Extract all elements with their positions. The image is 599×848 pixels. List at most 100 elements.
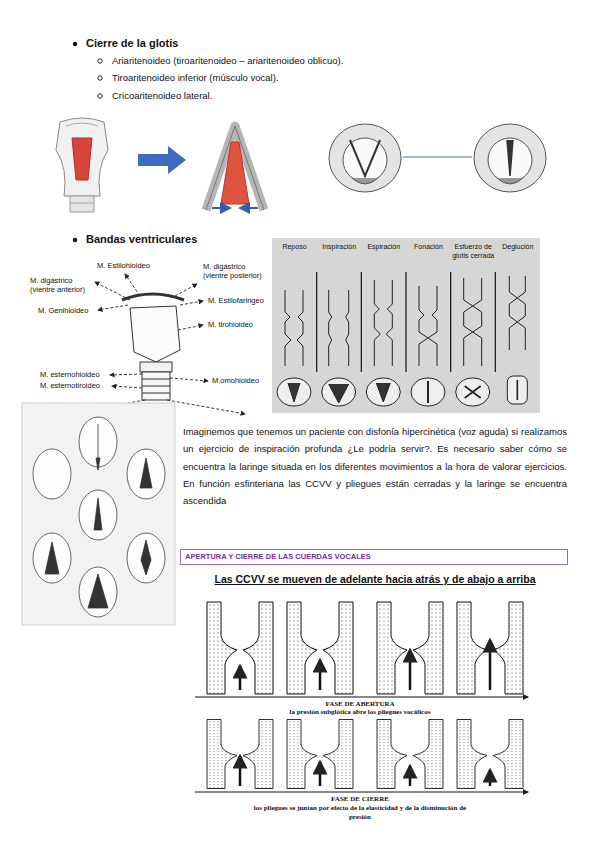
larynx-positions-table-part-part-part	[322, 378, 356, 406]
glottis-positions-figure-part-part	[140, 458, 152, 488]
larynx-positions-table-part-part-part	[374, 280, 380, 366]
larynx-positions-table-part-part-part	[473, 278, 482, 366]
larynx-muscle-sketch-part	[142, 386, 170, 387]
glottis-ring-views-part	[329, 124, 401, 192]
muscle-pull-arrows-part	[125, 274, 140, 296]
vocal-fold-cross-sections-part	[457, 720, 523, 789]
blue-arrow	[138, 146, 186, 174]
glottis-positions-figure-part-part	[94, 498, 102, 530]
column-header: Fonación	[407, 243, 450, 252]
larynx-positions-table-part-part	[495, 272, 496, 372]
larynx-muscle-sketch-part	[142, 372, 170, 400]
glottis-positions-figure-part-part	[33, 449, 71, 499]
larynx-muscle-sketch-part	[142, 393, 170, 394]
glottis-ring-views-part	[497, 178, 523, 184]
larynx-positions-table-part-part-part	[329, 384, 349, 403]
larynx-positions-table-part-part-part	[456, 378, 490, 406]
body-paragraph: Imaginemos que tenemos un paciente con d…	[183, 423, 567, 509]
larynx-positions-table-part	[272, 238, 540, 413]
list-item: Ariaritenoideo (tiroaritenoideo – ariari…	[112, 55, 343, 67]
glottis-positions-figure-part-part	[79, 567, 117, 617]
larynx-positions-table-part-part	[316, 272, 317, 372]
muscle-pull-arrows-part	[180, 301, 203, 305]
larynx-positions-table-part-part	[361, 272, 362, 372]
muscle-label: M. Estilofaringeo	[208, 296, 264, 305]
column-header: Deglución	[496, 243, 539, 252]
larynx-muscle-sketch	[122, 294, 184, 400]
phase-caption: la presión subglótica abre los pliegues …	[220, 708, 500, 717]
column-header: Reposo	[273, 243, 316, 252]
vocal-fold-cross-sections-part	[207, 720, 273, 789]
muscle-pull-arrows-part	[167, 400, 245, 414]
muscle-label: M. esternohioideo	[40, 370, 100, 379]
larynx-front-view-part	[72, 138, 92, 180]
larynx-positions-table-part-part-part	[285, 290, 291, 366]
muscle-pull-arrows-part	[170, 378, 208, 381]
larynx-positions-table-part-part	[405, 272, 406, 372]
larynx-positions-table-part-part-part	[376, 383, 390, 402]
vocal-fold-cross-sections-part	[287, 720, 353, 789]
muscle-pull-arrows-part	[98, 305, 128, 310]
larynx-positions-table-part-part-part	[386, 280, 392, 366]
glottis-positions-figure-part-part	[96, 458, 100, 470]
larynx-positions-table-part-part-part	[464, 278, 473, 366]
glottis-ring-views-part	[507, 140, 513, 176]
larynx-positions-table-part-part-part	[465, 386, 481, 398]
section-banner: APERTURA Y CIERRE DE LAS CUERDAS VOCALES	[180, 549, 568, 565]
glottis-ring-views-part	[488, 138, 532, 182]
section-subheading: Las CCVV se mueven de adelante hacia atr…	[185, 573, 565, 586]
glottis-positions-figure-part-part	[88, 574, 108, 608]
vocal-fold-top-view-part	[206, 126, 264, 210]
muscle-pull-arrows-part	[112, 386, 142, 388]
larynx-positions-table-part-part	[366, 280, 400, 406]
glottis-ring-views-part	[403, 156, 472, 157]
vocal-fold-top-view-part	[206, 126, 264, 210]
glottis-positions-figure	[22, 403, 175, 625]
larynx-front-view-part	[70, 196, 94, 212]
muscle-label: M. Estilohioideo	[97, 261, 150, 270]
vocal-fold-cross-sections-part-part	[319, 762, 322, 786]
larynx-positions-table-part-part	[322, 290, 356, 406]
vocal-fold-cross-sections-part	[195, 697, 528, 698]
phase-title: FASE DE ABERTURA	[260, 700, 460, 709]
vocal-fold-cross-sections-part-part	[489, 640, 492, 690]
list-bullets-part	[98, 94, 102, 98]
vocal-fold-cross-sections-part	[287, 602, 353, 694]
glottis-ring-views-part	[474, 124, 546, 192]
vocal-fold-cross-sections-part-part	[239, 666, 242, 690]
larynx-positions-table-part-part	[450, 272, 451, 372]
muscle-pull-arrows-part	[95, 282, 130, 300]
larynx-front-view-part	[70, 203, 94, 204]
vocal-fold-cross-sections-part	[457, 602, 523, 694]
larynx-positions-table-part-part-part	[419, 286, 428, 366]
list-bullets-part	[73, 238, 77, 242]
larynx-positions-table-part-part-part	[516, 380, 518, 400]
larynx-positions-table-part-part-part	[277, 378, 311, 406]
larynx-positions-table-part-part-part	[427, 381, 429, 403]
larynx-positions-table-part	[317, 272, 496, 372]
larynx-muscle-sketch-part	[140, 362, 172, 372]
muscle-label: M. esternotiroideo	[40, 381, 100, 390]
phase-title: FASE DE CIERRE	[260, 795, 460, 804]
larynx-positions-table	[272, 238, 540, 413]
list-bullets-part	[98, 59, 102, 63]
larynx-positions-table-part-part-part	[507, 376, 527, 404]
larynx-front-view	[56, 118, 108, 212]
muscle-pull-arrows-part	[175, 284, 197, 296]
glottis-ring-views	[329, 124, 546, 192]
glottis-positions-figure-part-part	[79, 490, 117, 540]
larynx-positions-table-part-part-part	[329, 290, 332, 366]
glottis-ring-views-part	[343, 138, 387, 182]
muscle-label: M. tirohioideo	[208, 320, 253, 329]
larynx-positions-table-part	[277, 276, 527, 406]
vocal-fold-cross-sections-part-part	[489, 770, 492, 786]
list-bullets-part	[73, 42, 77, 46]
vocal-fold-top-view-part	[240, 207, 258, 209]
muscle-label: M.omohioideo	[212, 376, 259, 385]
list-item: Tiroaritenoideo inferior (músculo vocal)…	[112, 72, 279, 84]
vocal-fold-cross-sections-part	[195, 792, 528, 793]
muscle-label: M. digástrico (vientre anterior)	[30, 276, 94, 294]
larynx-positions-table-part-part-part	[411, 378, 445, 406]
